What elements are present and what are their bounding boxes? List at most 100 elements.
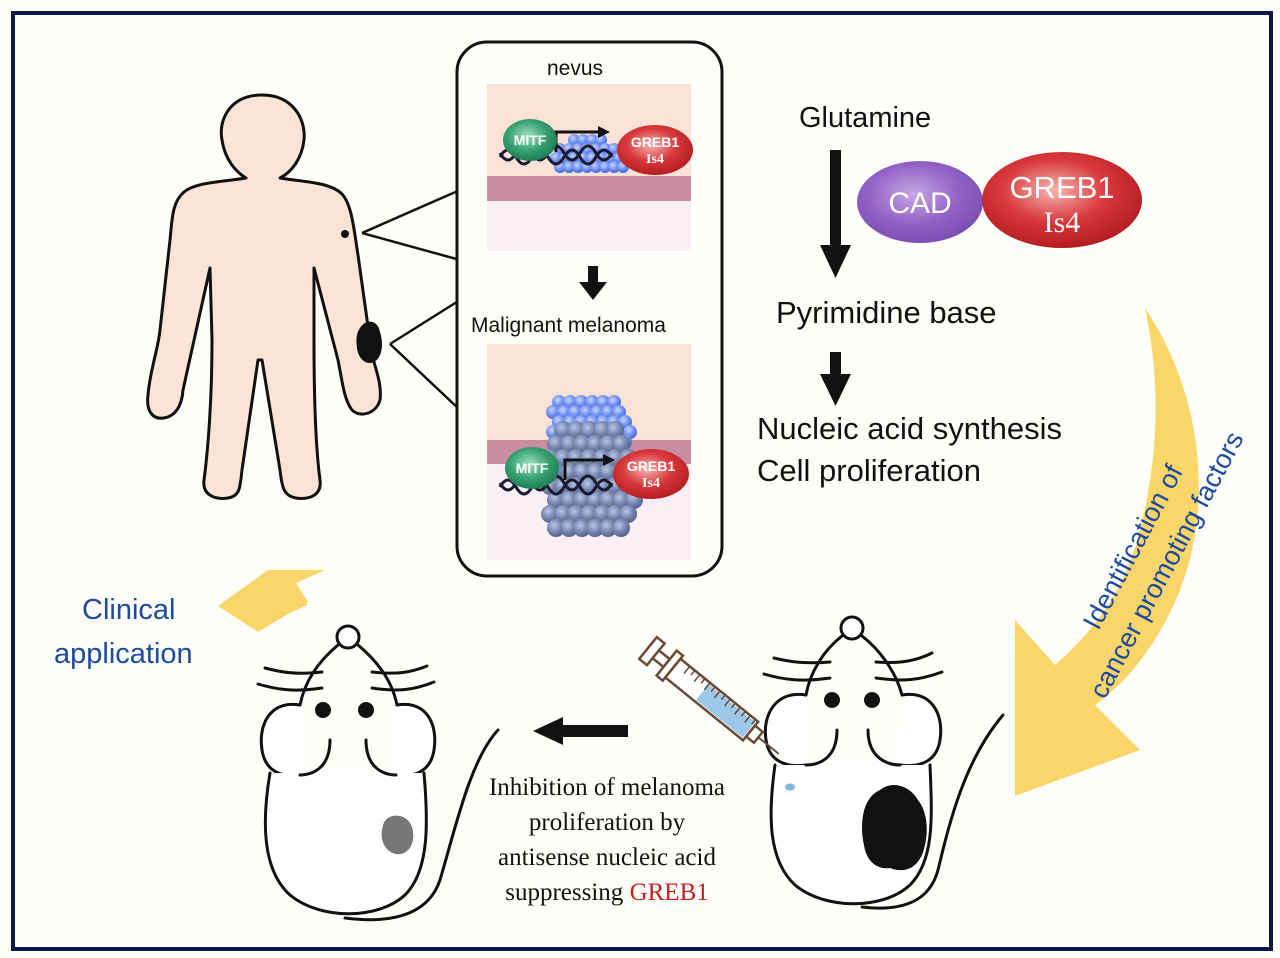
inhibition-arrow <box>533 717 628 745</box>
mouse-eye <box>315 702 331 718</box>
cad-label: CAD <box>888 187 951 220</box>
treated-mouse <box>256 624 500 922</box>
inset-panel <box>455 40 724 578</box>
cell <box>593 421 611 439</box>
droplet <box>785 783 795 791</box>
cell <box>573 435 591 453</box>
cell <box>586 134 598 146</box>
greb1-highlight: GREB1 <box>629 879 709 906</box>
cell <box>573 491 591 509</box>
transcription-arrow <box>563 458 605 480</box>
syringe-tick <box>700 678 706 684</box>
inhibition-line3: antisense nucleic acid <box>498 844 716 871</box>
cell <box>568 134 580 146</box>
cell <box>547 435 565 453</box>
mitf-protein <box>505 447 559 489</box>
cell <box>541 505 559 523</box>
cell <box>572 161 584 173</box>
pyrimidine-arrowhead <box>820 374 851 406</box>
cell <box>573 519 591 537</box>
cad-protein <box>857 161 983 243</box>
curved-arrow <box>1015 308 1199 796</box>
glutamine-arrow-shaft <box>830 150 841 250</box>
transcription-arrowhead <box>598 126 610 138</box>
melanoma-spot <box>356 321 382 364</box>
nevus-tissue <box>487 84 693 251</box>
cell <box>547 491 565 509</box>
cell <box>586 435 604 453</box>
syringe-tick <box>683 665 691 674</box>
pyrimidine-base-label: Pyrimidine base <box>776 295 997 330</box>
nevus-spot <box>341 230 349 238</box>
shrunk-tumor <box>381 815 414 855</box>
cell <box>560 435 578 453</box>
malignant-melanoma-label: Malignant melanoma <box>471 314 666 337</box>
progression-arrow <box>579 266 607 300</box>
cell <box>580 505 598 523</box>
cell <box>606 421 624 439</box>
syringe-tick <box>723 698 731 707</box>
cell-proliferation-label: Cell proliferation <box>757 453 981 488</box>
syringe-tick <box>751 719 756 725</box>
cell <box>599 519 617 537</box>
greb1-protein <box>613 449 689 499</box>
cell <box>547 519 565 537</box>
nucleic-acid-synthesis-label: Nucleic acid synthesis <box>757 411 1062 446</box>
cell <box>599 463 617 481</box>
syringe <box>637 635 780 755</box>
pathway-arrows <box>820 150 851 406</box>
syringe-tick <box>740 710 746 717</box>
cell <box>599 161 611 173</box>
mouse-eye <box>358 702 374 718</box>
syringe-liquid <box>696 684 756 738</box>
cell <box>612 519 630 537</box>
glutamine-label: Glutamine <box>799 102 932 134</box>
nevus-label: nevus <box>547 57 604 80</box>
inset-mitf-label: MITF <box>516 460 549 476</box>
cell <box>567 449 585 467</box>
human-figure <box>146 93 461 500</box>
cell <box>554 449 572 467</box>
cell <box>612 491 630 509</box>
cell <box>586 491 604 509</box>
cell <box>590 161 602 173</box>
clinical-label: Clinical <box>82 594 176 626</box>
greb1-protein <box>617 125 693 175</box>
cell <box>606 505 624 523</box>
syringe-tick <box>693 674 701 683</box>
complex-greb1-label: GREB1 <box>1009 170 1114 205</box>
inset-is4-label: Is4 <box>642 476 660 491</box>
mouse-outline <box>256 624 500 922</box>
glutamine-arrowhead <box>820 245 851 278</box>
inset-mitf-label: MITF <box>514 132 547 148</box>
cell <box>580 421 598 439</box>
syringe-tick <box>744 714 751 723</box>
mitf-protein <box>503 119 557 161</box>
transcription-arrowhead <box>603 454 615 466</box>
cell <box>563 161 575 173</box>
greb1-is4-protein <box>982 152 1142 248</box>
cell <box>554 421 572 439</box>
cell <box>580 449 598 467</box>
cell <box>612 435 630 453</box>
inhibition-description: Inhibition of melanoma proliferation by … <box>462 770 752 910</box>
nevus-callout <box>361 188 461 262</box>
syringe-tick <box>690 669 696 676</box>
syringe-tick <box>710 686 716 692</box>
cell <box>567 505 585 523</box>
inhibition-line4-prefix: suppressing <box>505 879 630 906</box>
cell <box>599 491 617 509</box>
application-label: application <box>54 638 193 670</box>
inset-is4-label: Is4 <box>646 152 664 167</box>
inhibition-line4: suppressing GREB1 <box>462 875 752 910</box>
syringe-tick <box>703 682 711 691</box>
mouse-eye <box>864 692 880 708</box>
cell <box>599 435 617 453</box>
cell <box>586 519 604 537</box>
cad-greb1-complex <box>857 152 1142 248</box>
cell <box>550 152 562 164</box>
complex-is4-label: Is4 <box>1044 206 1081 239</box>
large-tumor <box>862 785 927 871</box>
melanoma-tissue <box>487 344 691 560</box>
